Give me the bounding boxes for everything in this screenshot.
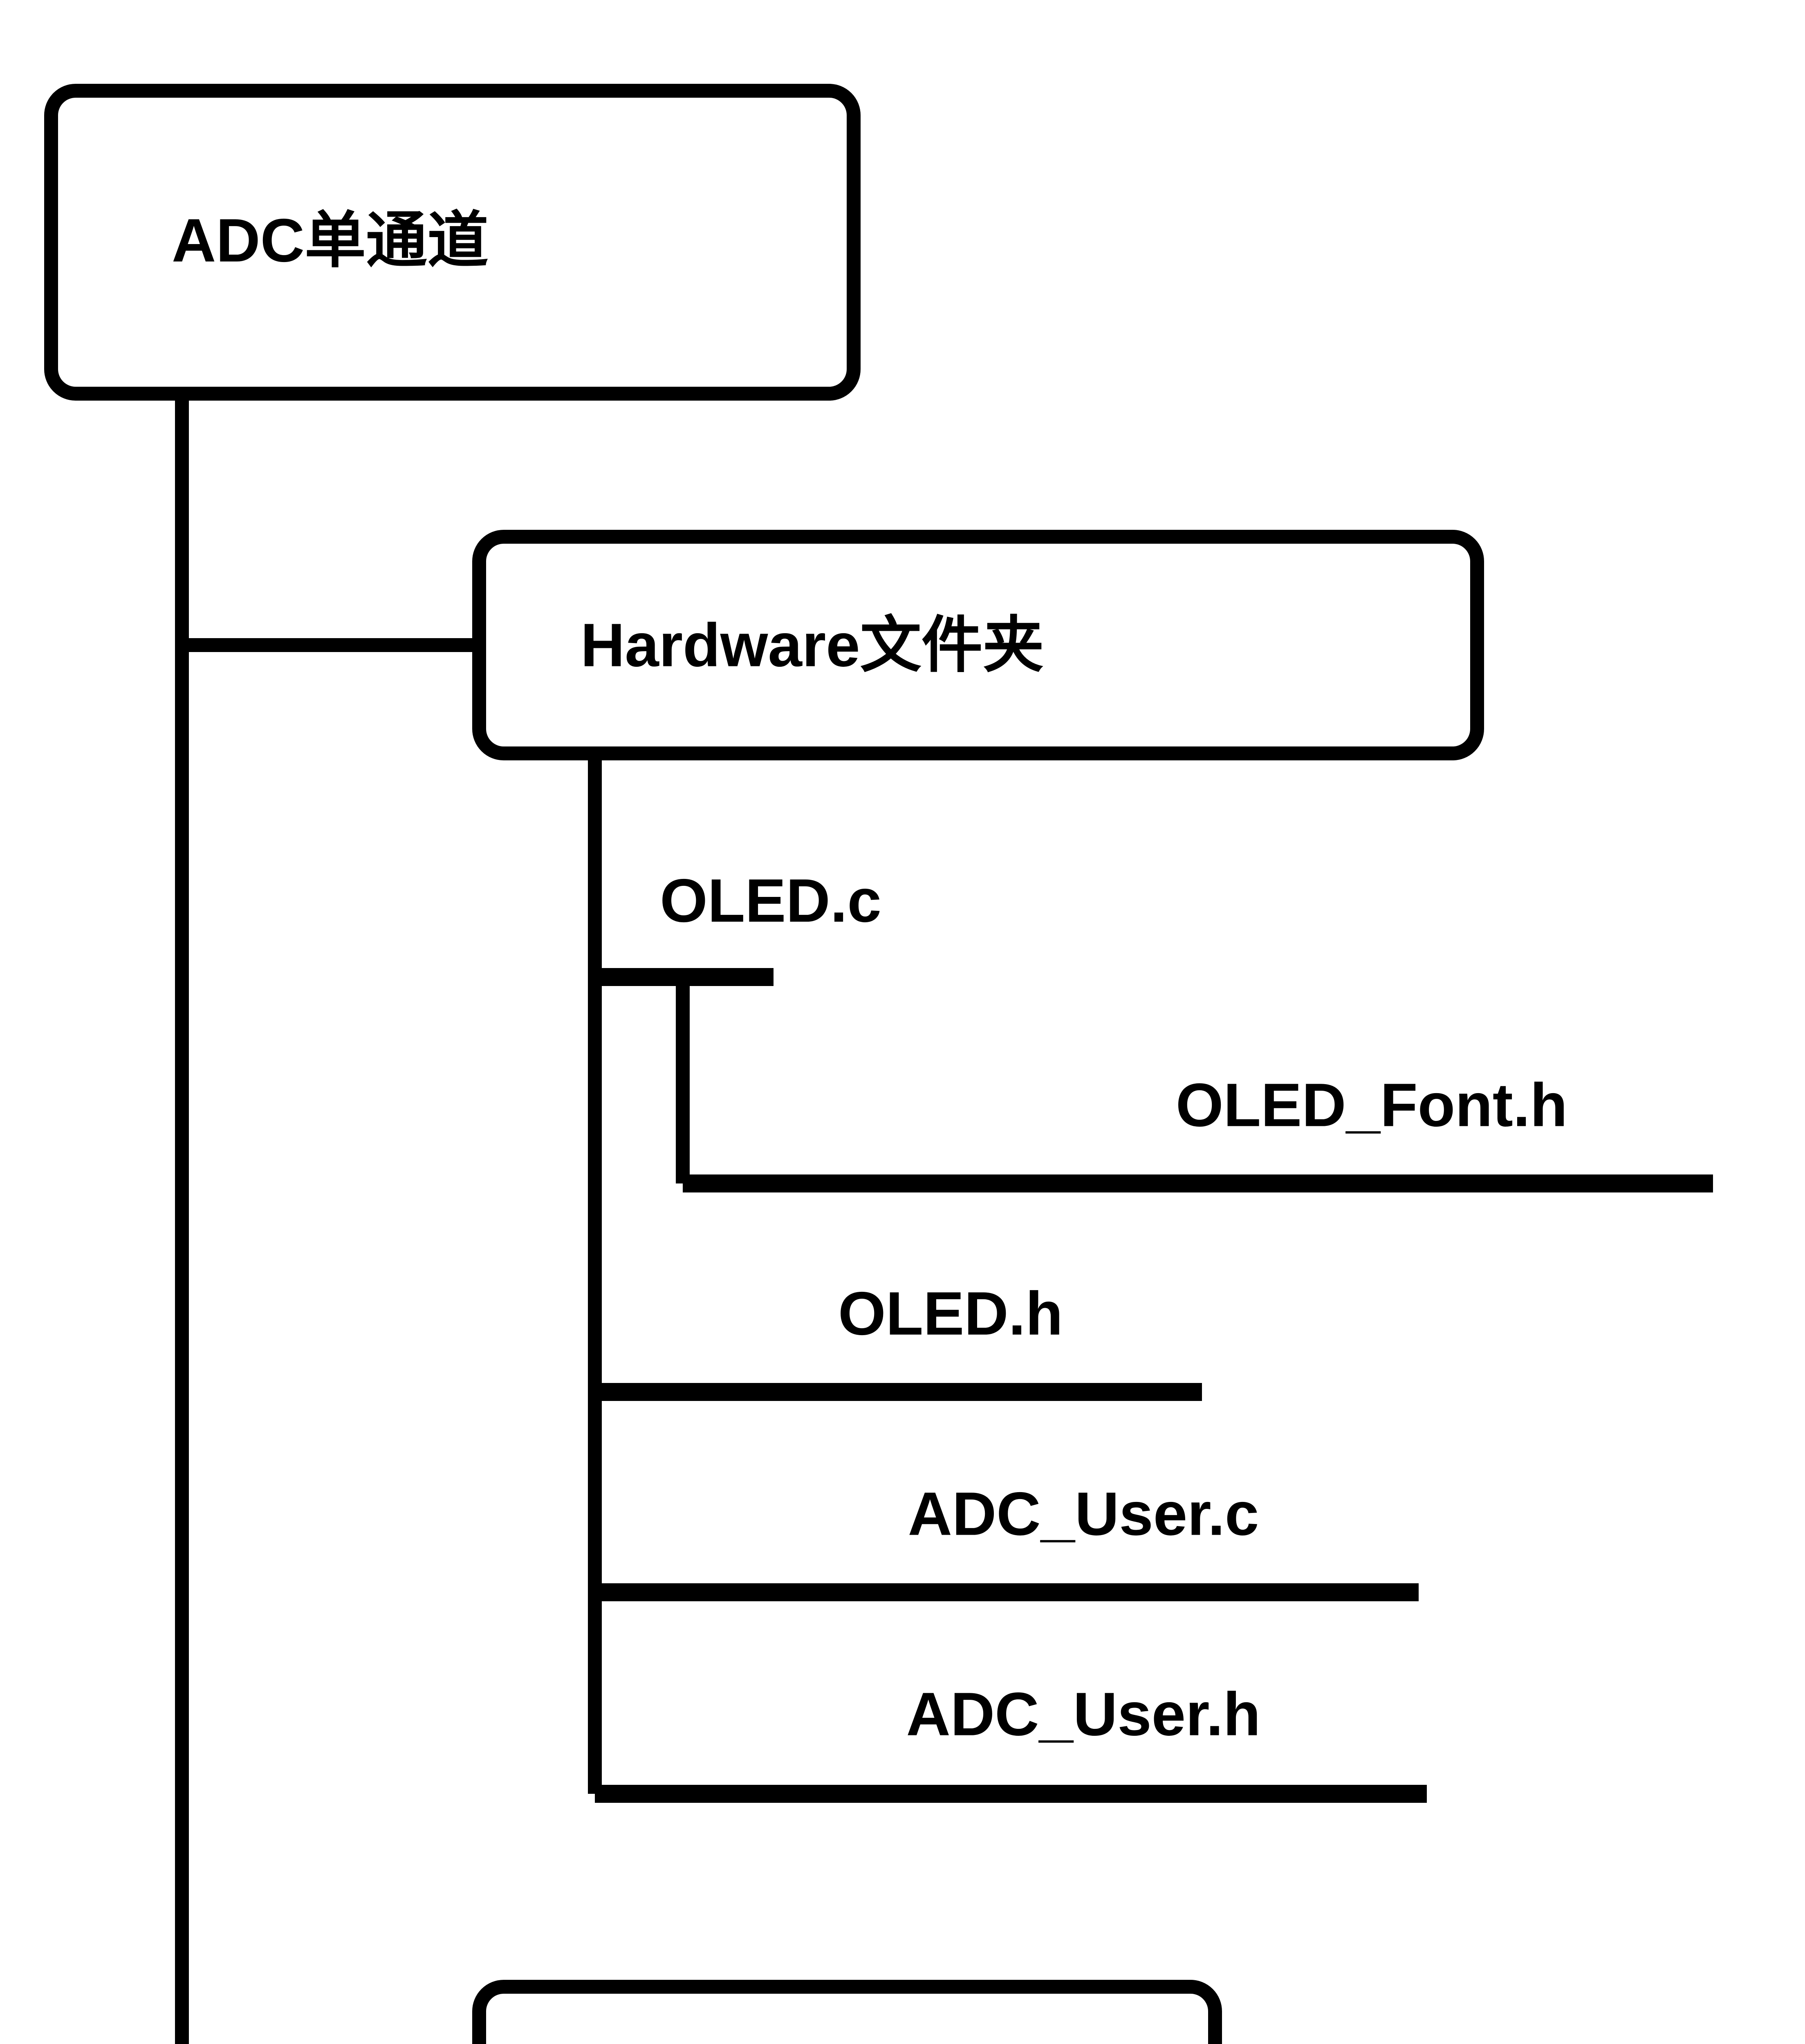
oled-h-label: OLED.h	[838, 1279, 1063, 1348]
adc-user-h-label: ADC_User.h	[906, 1680, 1261, 1748]
node-oled-h[interactable]: OLED.h	[838, 1279, 1063, 1348]
node-user-folder[interactable]: User文件夹	[472, 1980, 1222, 2044]
node-adc-user-h[interactable]: ADC_User.h	[906, 1680, 1261, 1748]
user-folder-box-shape	[472, 1980, 1222, 2044]
node-adc-user-c[interactable]: ADC_User.c	[908, 1479, 1259, 1548]
node-hardware-folder[interactable]: Hardware文件夹	[472, 530, 1484, 760]
node-root[interactable]: ADC单通道	[44, 84, 861, 401]
connector-group	[175, 394, 1713, 2044]
node-oled-font-h[interactable]: OLED_Font.h	[1176, 1071, 1567, 1139]
oled-font-h-label: OLED_Font.h	[1176, 1071, 1567, 1139]
hardware-folder-box-shape	[472, 530, 1484, 760]
node-oled-c[interactable]: OLED.c	[660, 866, 881, 935]
hardware-folder-label: Hardware文件夹	[581, 611, 1044, 679]
oled-c-label: OLED.c	[660, 866, 881, 935]
root-box-shape	[44, 84, 861, 401]
adc-user-c-label: ADC_User.c	[908, 1479, 1259, 1548]
root-label: ADC单通道	[172, 206, 489, 275]
